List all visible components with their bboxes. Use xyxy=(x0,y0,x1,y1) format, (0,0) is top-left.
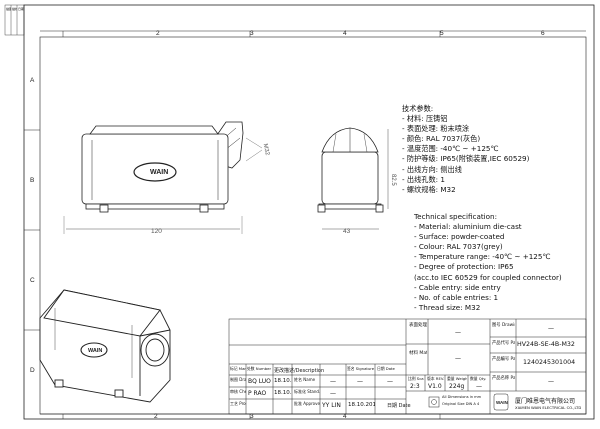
hdr-mark: 标记 Mark xyxy=(230,366,246,371)
hdr-description: 更改描述/Description xyxy=(274,368,325,374)
drawn-date: 18.10.2010 xyxy=(274,378,292,384)
part-number-value: 1240245301004 xyxy=(523,359,576,366)
grid-col-4: 5 xyxy=(440,30,444,37)
process-label: 工艺 Process xyxy=(230,401,246,406)
grid-labels: 2 3 4 5 6 2 3 4 A B C D xyxy=(30,30,545,420)
company-name: 厦门唯恩电气有限公司 xyxy=(515,398,576,405)
spec-en-line: - Thread size: M32 xyxy=(414,302,481,312)
stamp-cell: 描图 xyxy=(6,7,11,11)
drawing-no-label: 图号 Drawing No. xyxy=(492,323,515,328)
spec-en-line: - Degree of protection: IP65 xyxy=(414,262,514,272)
spec-en-line: - No. of cable entries: 1 xyxy=(414,292,499,302)
stamp-block xyxy=(4,4,25,36)
checked-date: 18.10.2010 xyxy=(274,390,292,396)
material-value: — xyxy=(455,355,461,362)
scale-label: 比例 Scale xyxy=(408,376,424,381)
drawn-label: 制图 Drawn xyxy=(230,377,246,382)
grid-col-bottom-4: 4 xyxy=(343,413,347,420)
hdr-signature: 签名 Signature xyxy=(347,366,375,371)
rev-label: 版本 REV. xyxy=(427,376,444,381)
spec-cn-line: - 材料: 压铸铝 xyxy=(402,114,448,124)
outer-frame xyxy=(23,4,595,420)
finish-value: — xyxy=(455,329,461,336)
scale-value: 2:3 xyxy=(410,383,420,390)
dim-cable: M32 xyxy=(262,143,270,156)
approved-name: YY LIN xyxy=(322,402,341,409)
spec-en-line: - Surface: powder-coated xyxy=(414,232,505,242)
spec-cn-line: - 颜色: RAL 7037(灰色) xyxy=(402,134,481,144)
dash-cell: — xyxy=(330,378,336,385)
hdr-date: 日期 Date xyxy=(377,366,395,371)
dim-height: 82.5 xyxy=(390,174,396,186)
rev-value: V1.0 xyxy=(428,383,442,390)
date-label: 日期 Date xyxy=(387,403,411,409)
finish-label: 表面处理 Finish xyxy=(409,323,427,328)
hdr-number: 处数 Number xyxy=(247,366,272,371)
grid-col-5: 6 xyxy=(541,30,545,37)
stamp-cell: 日期 Date xyxy=(18,7,24,11)
part-code-value: HV24B-SE-4B-M32 xyxy=(517,341,575,348)
grid-col-bottom-3: 3 xyxy=(250,413,254,420)
dash-cell: — xyxy=(387,378,393,385)
material-label: 材料 Material xyxy=(409,351,427,356)
spec-cn-line: - 螺纹规格: M32 xyxy=(402,184,456,194)
spec-en-line: - Material: aluminium die-cast xyxy=(414,222,522,232)
qty-value: — xyxy=(476,383,482,390)
part-name-label: 产品名称 Part Name xyxy=(492,376,515,381)
spec-cn-line: - 温度范围: -40℃ ~ +125℃ xyxy=(402,144,499,154)
grid-col-2: 3 xyxy=(250,30,254,37)
spec-cn-line: - 表面处理: 粉末喷涂 xyxy=(402,124,470,134)
dim-depth: 43 xyxy=(343,228,351,235)
spec-cn-line: - 出线方向: 侧出线 xyxy=(402,164,462,174)
grid-col-bottom-2: 2 xyxy=(154,413,158,420)
spec-cn-line: - 防护等级: IP65(附锁装置,IEC 60529) xyxy=(402,154,530,164)
part-code-label: 产品代号 Part Code xyxy=(492,341,515,346)
front-logo-text: WAIN xyxy=(150,169,168,176)
grid-row-d: D xyxy=(30,367,35,374)
spec-en-block: Technical specification: - Material: alu… xyxy=(414,212,562,313)
front-view xyxy=(63,121,263,234)
drawn-name: BQ LUO xyxy=(248,378,271,385)
dim-note-2: Original Size DIN A 4 xyxy=(442,402,480,406)
part-name-value: — xyxy=(548,378,554,385)
dash-cell: — xyxy=(357,378,363,385)
spec-en-title: Technical specification: xyxy=(414,212,498,221)
spec-en-line: (acc.to IEC 60529 for coupled connector) xyxy=(414,272,562,282)
grid-row-b: B xyxy=(30,177,34,184)
weight-value: 224g xyxy=(449,383,465,390)
stamp-cell: 描校 Trac. xyxy=(12,7,17,11)
spec-en-line: - Cable entry: side entry xyxy=(414,282,501,292)
spec-cn-line: - 出线孔数: 1 xyxy=(402,174,445,184)
dim-note-1: All Dimensions in mm xyxy=(442,395,482,399)
checked-label: 审核 Checked xyxy=(230,389,246,394)
approved-date: 18.10.2010 xyxy=(348,402,375,408)
dash-cell: — xyxy=(330,390,336,397)
spec-en-line: - Temperature range: -40℃ ~ +125℃ xyxy=(414,252,551,262)
part-number-label: 产品编号 Part Number xyxy=(492,357,515,362)
approved-label: 批准 Approved xyxy=(294,401,320,406)
side-view xyxy=(317,127,389,230)
dim-width: 120 xyxy=(151,228,162,235)
drawing-no-value: — xyxy=(548,325,554,332)
company-name-en: XIAMEN WAIN ELECTRICAL CO.,LTD xyxy=(515,405,582,410)
checked-name: P RAO xyxy=(248,390,267,397)
sig-label: 姓名 Name xyxy=(294,377,316,382)
isometric-view xyxy=(39,289,171,403)
weight-label: 重量 Weight xyxy=(447,376,467,381)
spec-cn-block: 技术参数: - 材料: 压铸铝 - 表面处理: 粉末喷涂 - 颜色: RAL 7… xyxy=(402,104,529,195)
spec-en-line: - Colour: RAL 7037(grey) xyxy=(414,242,503,252)
qty-label: 数量 Qty. xyxy=(470,376,487,381)
title-logo: WAIN xyxy=(496,400,508,405)
iso-logo-text: WAIN xyxy=(88,348,102,354)
grid-row-a: A xyxy=(30,77,35,84)
spec-cn-title: 技术参数: xyxy=(402,104,434,113)
stand-label: 标准化 Stand. xyxy=(294,389,320,394)
grid-col-1: 2 xyxy=(156,30,160,37)
title-block xyxy=(228,318,587,415)
grid-col-3: 4 xyxy=(343,30,347,37)
grid-row-c: C xyxy=(30,277,35,284)
